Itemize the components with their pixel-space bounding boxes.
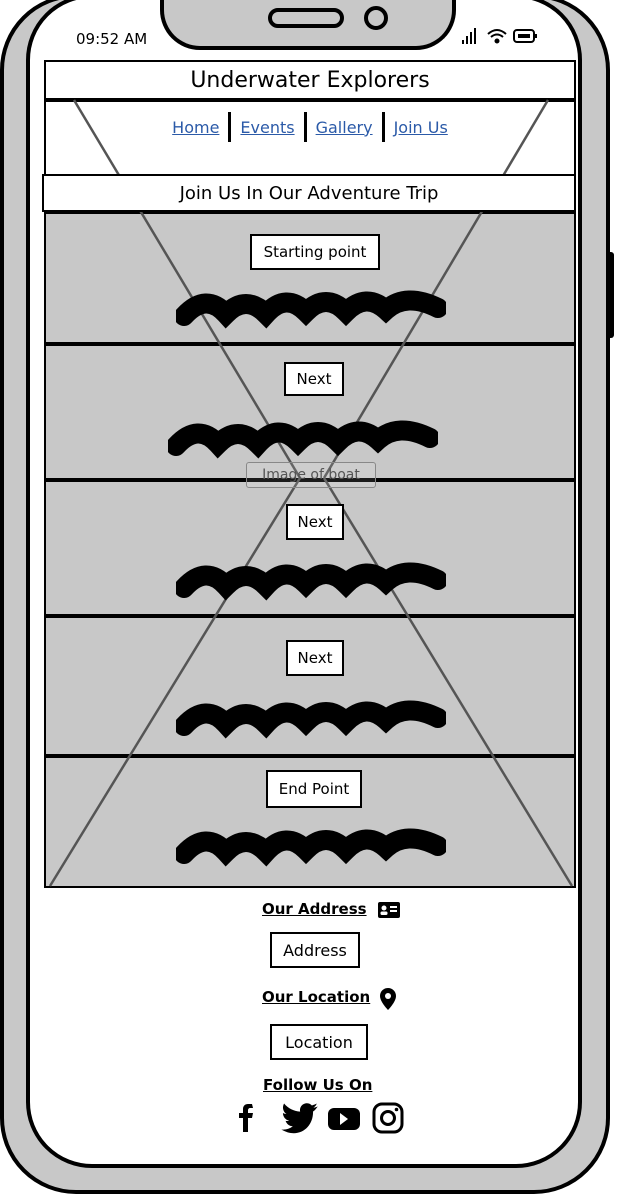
follow-heading: Follow Us On: [263, 1076, 373, 1094]
step-label: Next: [286, 640, 344, 676]
map-pin-icon: [380, 988, 396, 1010]
nav-link-events[interactable]: Events: [240, 117, 295, 137]
speaker-icon: [268, 8, 344, 28]
step-label: Next: [284, 362, 344, 396]
nav-divider: [303, 112, 307, 142]
step-label: Next: [286, 504, 344, 540]
instagram-icon[interactable]: [372, 1102, 404, 1134]
nav-divider: [381, 112, 385, 142]
signal-icon: [462, 28, 476, 44]
nav-link-home[interactable]: Home: [172, 117, 220, 137]
scribble-text-placeholder: [176, 562, 446, 601]
page-subtitle: Join Us In Our Adventure Trip: [42, 174, 576, 212]
facebook-icon[interactable]: [239, 1104, 253, 1132]
location-heading: Our Location: [262, 988, 371, 1006]
nav-divider: [228, 112, 232, 142]
camera-icon: [364, 6, 388, 30]
id-card-icon: [378, 902, 400, 918]
main-nav: Home Events Gallery Join Us: [0, 112, 620, 142]
wifi-icon: [487, 29, 507, 44]
social-links: [239, 1102, 404, 1134]
image-placeholder-label: Image of boat: [246, 462, 376, 488]
scribble-text-placeholder: [176, 828, 446, 867]
scribble-text-placeholder: [176, 700, 446, 739]
step-label: End Point: [266, 770, 362, 808]
location-box: Location: [270, 1024, 368, 1060]
step-label: Starting point: [250, 234, 380, 270]
address-box: Address: [270, 932, 360, 968]
address-heading: Our Address: [262, 900, 367, 918]
scribble-text-placeholder: [176, 290, 446, 329]
nav-link-join-us[interactable]: Join Us: [393, 117, 448, 137]
battery-icon: [513, 29, 537, 43]
status-icons: [462, 28, 537, 44]
nav-link-gallery[interactable]: Gallery: [315, 117, 373, 137]
twitter-icon[interactable]: [281, 1103, 318, 1134]
scribble-text-placeholder: [168, 420, 438, 459]
site-title: Underwater Explorers: [44, 60, 576, 100]
status-time: 09:52 AM: [76, 30, 148, 48]
youtube-icon[interactable]: [328, 1108, 360, 1130]
